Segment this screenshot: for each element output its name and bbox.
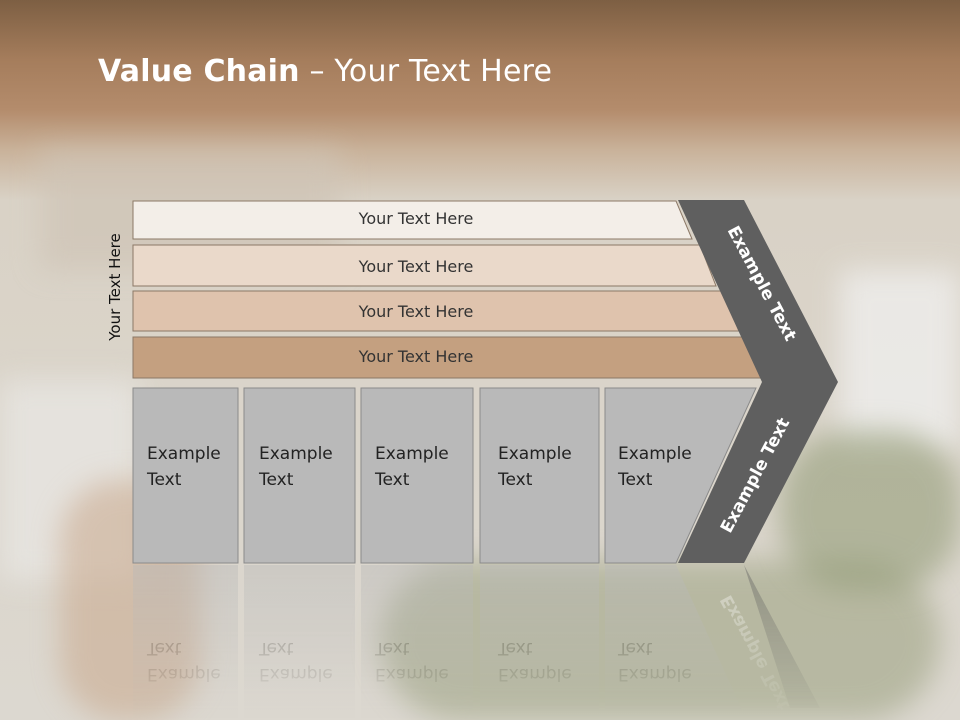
bar-2[interactable]: [132, 244, 717, 287]
slide-title: Value Chain – Your Text Here: [98, 54, 552, 89]
cell-5[interactable]: [604, 387, 757, 564]
title-bold: Value Chain: [98, 54, 300, 89]
cells-group: Example Text Example Text Example Text E…: [132, 387, 757, 564]
cell-4-line1: Example: [498, 444, 572, 464]
cell-1-line1: Example: [147, 444, 221, 464]
bar-1-label: Your Text Here: [358, 209, 474, 228]
title-rest: – Your Text Here: [299, 54, 553, 89]
reflection-cell-4: [480, 565, 599, 720]
cell-2-line1: Example: [259, 444, 333, 464]
reflection-cell-1: [133, 565, 238, 720]
reflection-cell-4-line2: Text: [497, 638, 533, 658]
bar-4-label: Your Text Here: [358, 347, 474, 366]
reflection-cell-5: [605, 565, 747, 720]
reflection-cell-5-line1: Example: [618, 664, 692, 684]
cell-2[interactable]: [243, 387, 356, 564]
cell-4-line2: Text: [497, 470, 533, 490]
bars-group: Your Text Here Your Text Here Your Text …: [132, 200, 765, 379]
cell-5-line1: Example: [618, 444, 692, 464]
reflection-cell-2-line1: Example: [259, 664, 333, 684]
reflection-cell-3-line1: Example: [375, 664, 449, 684]
reflection-cell-1-line1: Example: [147, 664, 221, 684]
reflection-cell-5-line2: Text: [617, 638, 653, 658]
cell-3-line1: Example: [375, 444, 449, 464]
cell-5-line2: Text: [617, 470, 653, 490]
reflection-chevron: [678, 565, 820, 708]
chevron-arrow[interactable]: [678, 200, 838, 563]
background-shrub-shape-right: [780, 430, 960, 590]
reflection-cell-2: [244, 565, 355, 720]
background-window-shape: [840, 270, 960, 450]
cell-3[interactable]: [360, 387, 474, 564]
reflection-cell-3-line2: Text: [374, 638, 410, 658]
bar-1[interactable]: [132, 200, 693, 240]
bar-3-label: Your Text Here: [358, 302, 474, 321]
cell-2-line2: Text: [258, 470, 294, 490]
reflection-cell-4-line1: Example: [498, 664, 572, 684]
bar-2-label: Your Text Here: [358, 257, 474, 276]
reflection-group: Example Text Example Text Example Text E…: [133, 565, 820, 720]
reflection-cell-3: [361, 565, 473, 720]
cell-1[interactable]: [132, 387, 239, 564]
reflection-cell-1-line2: Text: [146, 638, 182, 658]
cell-4[interactable]: [479, 387, 600, 564]
reflection-cell-2-line2: Text: [258, 638, 294, 658]
cell-3-line2: Text: [374, 470, 410, 490]
cell-1-line2: Text: [146, 470, 182, 490]
